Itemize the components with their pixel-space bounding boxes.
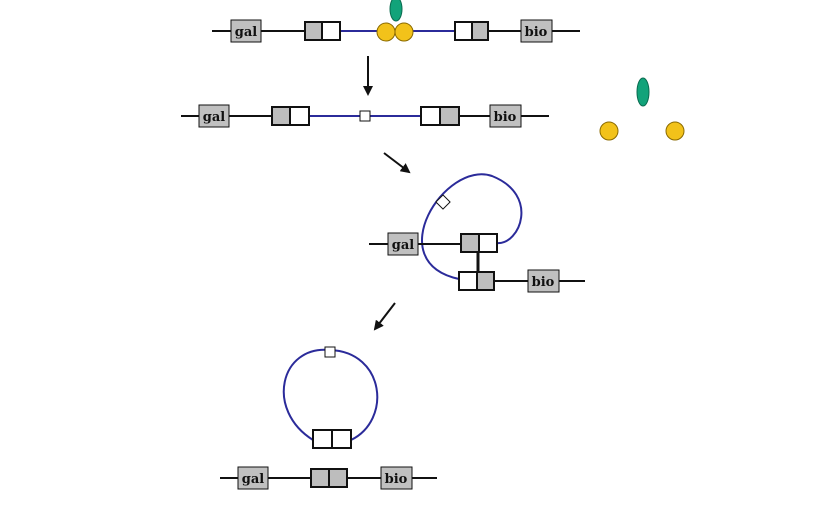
integrase-protein [394, 22, 414, 42]
prophage-loop [421, 173, 523, 280]
att-site-left [304, 21, 341, 41]
free-proteins [599, 77, 685, 141]
att-site-right [454, 21, 489, 41]
att-site-upper [460, 233, 498, 253]
bio-gene-box: bio [520, 19, 553, 43]
att-site-left [271, 106, 310, 126]
gal-gene-box: gal [387, 232, 419, 256]
att-site-right [420, 106, 460, 126]
excisionase-protein [389, 0, 403, 22]
bio-label: bio [385, 472, 408, 487]
phage-marker-site [435, 194, 451, 210]
integrase-protein [376, 22, 396, 42]
gal-gene-box: gal [237, 466, 269, 490]
phage-marker-site [359, 110, 371, 122]
excised-phage-circle [282, 348, 379, 441]
bio-gene-box: bio [527, 269, 560, 293]
bio-label: bio [525, 25, 548, 40]
bio-label: bio [494, 110, 517, 125]
attb-site [310, 468, 348, 488]
integrase-protein [599, 121, 619, 141]
arrow-step3-to-step4 [373, 302, 396, 331]
bio-gene-box: bio [489, 104, 522, 128]
step2-released-prophage: gal bio [181, 104, 549, 128]
gal-label: gal [242, 472, 265, 487]
bio-gene-box: bio [380, 466, 413, 490]
gal-label: gal [392, 238, 415, 253]
integrase-protein [665, 121, 685, 141]
gal-label: gal [235, 25, 258, 40]
gal-label: gal [203, 110, 226, 125]
step3-synapsis: gal bio [369, 173, 585, 293]
phage-marker-site [324, 346, 336, 358]
att-site-lower [458, 271, 495, 291]
gal-gene-box: gal [198, 104, 230, 128]
step4-excised: gal bio [220, 346, 437, 490]
gal-gene-box: gal [230, 19, 262, 43]
arrow-step2-to-step3 [383, 152, 411, 174]
step1-integrated-prophage: gal bio [212, 0, 580, 43]
excisionase-protein [636, 77, 650, 107]
attp-site [312, 429, 352, 449]
bio-label: bio [532, 275, 555, 290]
